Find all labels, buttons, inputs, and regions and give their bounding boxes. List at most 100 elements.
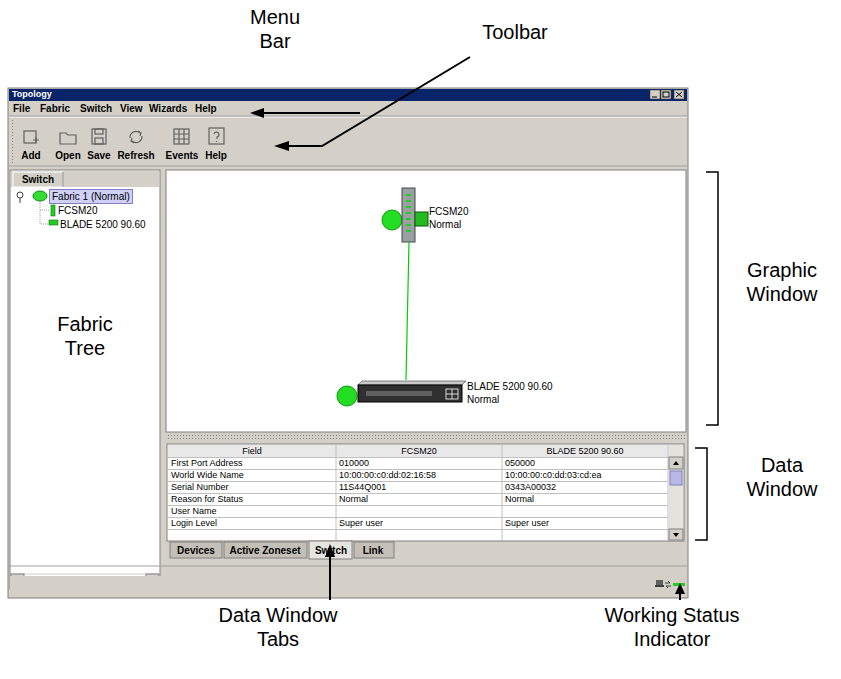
table-cell: 0343A00032	[505, 481, 556, 493]
table-cell: 050000	[505, 457, 535, 469]
tree-item: BLADE 5200 90.60	[60, 218, 146, 231]
line-shape	[168, 493, 668, 494]
rect-shape	[10, 576, 686, 596]
callout-label: Toolbar	[460, 20, 570, 44]
path-shape	[33, 137, 39, 143]
rect-shape	[406, 224, 411, 226]
rect-shape	[358, 385, 462, 402]
rect-shape	[406, 194, 411, 196]
rect-shape	[406, 200, 411, 202]
path-shape	[673, 461, 679, 537]
table-cell: 10:00:00:c0:dd:03:cd:ea	[505, 469, 602, 481]
line-shape	[168, 457, 668, 458]
rect-shape	[366, 391, 432, 396]
rect-shape	[10, 120, 14, 164]
table-header: FCSM20	[401, 445, 437, 457]
table-cell: User Name	[171, 505, 217, 517]
callout-label: Graphic Window	[732, 258, 832, 306]
ellipse-shape	[33, 191, 47, 201]
menu-item: Help	[195, 103, 217, 115]
rect-shape	[13, 172, 63, 187]
window-title: Topology	[12, 88, 52, 100]
callout-label: Data Window Tabs	[208, 603, 348, 651]
table-cell: 010000	[339, 457, 369, 469]
line-shape	[676, 92, 682, 97]
rect-shape	[406, 230, 411, 232]
g-shape	[650, 90, 684, 99]
g-shape	[262, 57, 680, 600]
button-label: Switch	[22, 174, 54, 186]
path-shape	[288, 57, 470, 146]
line-shape	[168, 529, 668, 530]
button-label: Add	[21, 150, 40, 162]
rect-shape	[11, 171, 159, 187]
line-shape	[168, 469, 668, 470]
g-shape	[168, 445, 668, 540]
circle-shape	[382, 210, 402, 230]
rect-shape	[166, 435, 686, 440]
circle-shape	[17, 192, 23, 198]
table-cell: 10:00:00:c0:dd:02:16:58	[339, 469, 436, 481]
rect-shape	[402, 188, 415, 242]
path-shape	[695, 448, 707, 540]
rect-shape	[406, 218, 411, 220]
line-shape	[9, 116, 687, 117]
table-cell: First Port Address	[171, 457, 243, 469]
button-label: Help	[205, 150, 227, 162]
button-label: Open	[55, 150, 81, 162]
table-cell: Super user	[505, 517, 549, 529]
g-shape	[24, 128, 224, 144]
path-shape	[60, 133, 76, 144]
line-shape	[168, 505, 668, 506]
switch-node: BLADE 5200 90.60Normal	[336, 380, 557, 406]
rect-shape	[224, 542, 307, 558]
path-shape	[675, 583, 685, 594]
switch-node: FCSM20Normal	[382, 186, 473, 242]
tree-item: Fabric 1 (Normal)	[50, 190, 132, 203]
path-shape	[130, 131, 142, 142]
path-shape	[214, 132, 219, 142]
rect-shape	[9, 89, 687, 101]
rect-shape	[8, 88, 688, 598]
rect-shape	[670, 471, 682, 485]
rect-shape	[406, 206, 411, 208]
button-label: Active Zoneset	[229, 545, 300, 557]
rect-shape	[95, 129, 103, 134]
table-cell: Login Level	[171, 517, 217, 529]
button-label: Switch	[315, 545, 347, 557]
rect-shape	[168, 445, 668, 457]
table-cell: Serial Number	[171, 481, 229, 493]
switch-name: BLADE 5200 90.60	[467, 380, 553, 393]
button-label: Save	[87, 150, 110, 162]
line-shape	[652, 97, 657, 98]
button-label: Refresh	[117, 150, 154, 162]
line-shape	[9, 566, 687, 567]
path-shape	[706, 172, 718, 425]
rect-shape	[92, 129, 106, 144]
line-shape	[502, 445, 503, 540]
rect-shape	[24, 131, 36, 143]
line-shape	[329, 556, 331, 600]
line-shape	[679, 593, 681, 600]
menu-item: View	[120, 103, 143, 115]
g-shape	[170, 542, 394, 558]
button-label: Devices	[177, 545, 215, 557]
path-shape	[274, 141, 289, 151]
button-label: Link	[363, 545, 384, 557]
rect-shape	[167, 444, 684, 541]
path-shape	[174, 129, 189, 144]
path-shape	[358, 381, 466, 385]
path-shape	[40, 201, 50, 224]
path-shape	[250, 108, 264, 118]
line-shape	[63, 172, 64, 187]
rect-shape	[406, 212, 411, 214]
tree-item: FCSM20	[58, 204, 97, 217]
rect-shape	[655, 585, 664, 587]
path-shape	[665, 581, 671, 588]
table-cell: Super user	[339, 517, 383, 529]
rect-shape	[49, 220, 58, 225]
table-cell: World Wide Name	[171, 469, 244, 481]
